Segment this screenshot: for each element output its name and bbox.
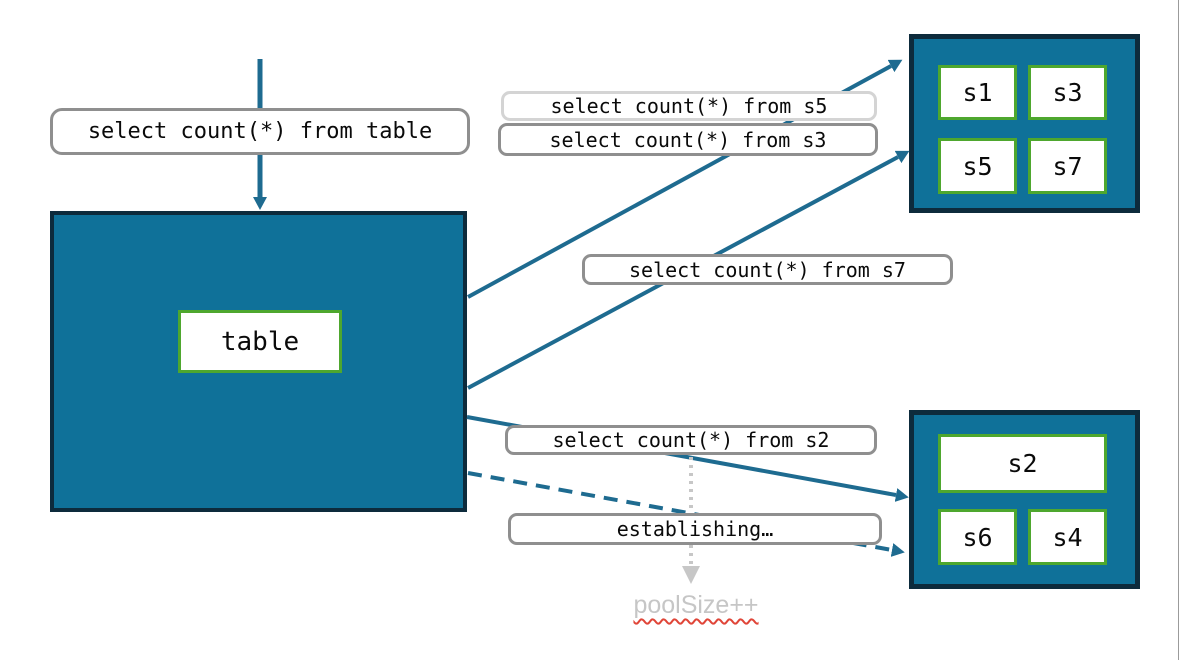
shard-label-s3: s3 [1052,78,1083,107]
shard-label-s5: s5 [962,151,993,181]
shard-label-s1: s1 [962,78,993,107]
query-label-s7-text: select count(*) from s7 [629,257,906,282]
shard-label-s4: s4 [1052,522,1083,552]
shard-cell-s4: s4 [1028,509,1107,565]
shard-label-s6: s6 [962,522,993,552]
query-label-s2-text: select count(*) from s2 [552,428,830,452]
establishing-label-text: establishing… [616,517,774,541]
query-label-s2: select count(*) from s2 [505,425,877,455]
query-label-s3: select count(*) from s3 [498,123,878,156]
poolsize-annotation-text: poolSize++ [633,591,759,619]
query-label-s3-text: select count(*) from s3 [549,127,827,152]
shard-label-s2: s2 [1007,449,1038,478]
query-label-s5-text: select count(*) from s5 [550,94,828,118]
query-label-s7: select count(*) from s7 [582,254,953,285]
query-label-table-text: select count(*) from table [87,118,433,144]
poolsize-annotation: poolSize++ [621,591,771,620]
slide-right-edge [1178,0,1179,660]
shard-cell-s5: s5 [938,138,1017,194]
establishing-label: establishing… [508,513,882,545]
shard-cell-s6: s6 [938,509,1017,565]
query-label-table: select count(*) from table [50,108,470,155]
shard-label-s7: s7 [1052,151,1083,181]
table-cell-label: table [220,326,300,357]
query-label-s5: select count(*) from s5 [501,91,877,121]
shard-cell-s2: s2 [938,434,1107,493]
table-cell: table [178,310,342,373]
shard-cell-s1: s1 [938,65,1017,120]
shard-cell-s7: s7 [1028,138,1107,194]
shard-cell-s3: s3 [1028,65,1107,120]
